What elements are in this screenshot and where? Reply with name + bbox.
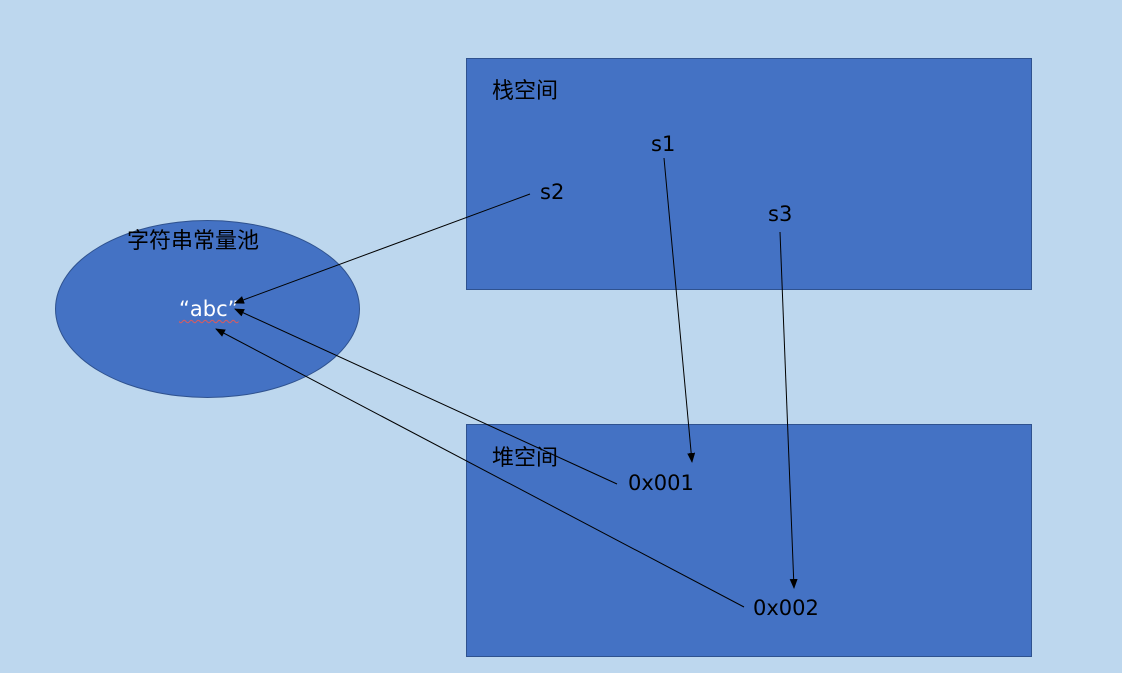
var-s1-label: s1 [651,132,676,156]
stack-space-box [466,58,1032,290]
var-s3-label: s3 [768,202,793,226]
string-pool-title: 字符串常量池 [127,229,260,254]
address-0x002-label: 0x002 [753,596,819,620]
var-s2-label: s2 [540,180,565,204]
abc-literal: “abc” [179,297,239,321]
heap-space-title: 堆空间 [492,446,559,471]
stack-space-title: 栈空间 [492,79,559,104]
address-0x001-label: 0x001 [628,471,694,495]
